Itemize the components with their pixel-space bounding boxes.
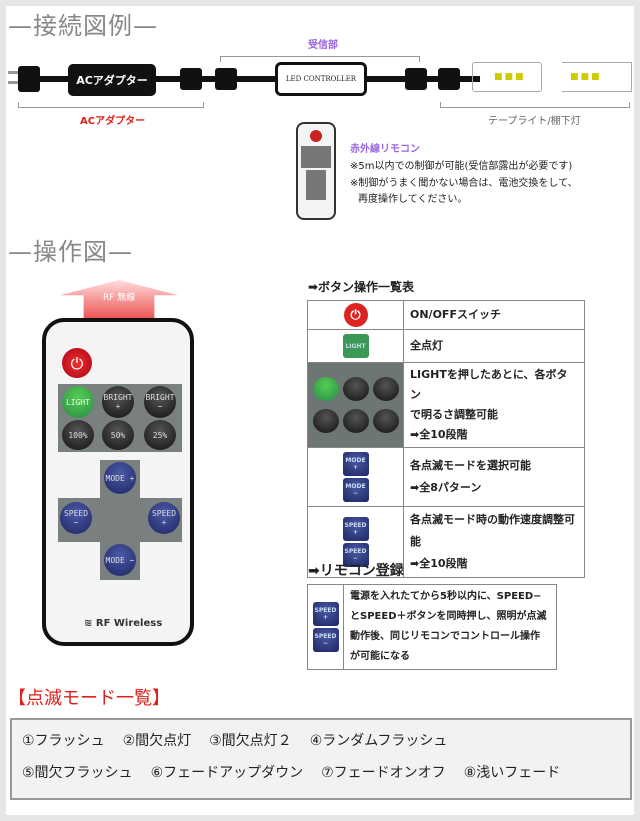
registration-line: 電源を入れたてから5秒以内に、SPEED− [350,591,542,602]
note-2: ※制御がうまく聞かない場合は、電池交換をして、 [350,178,578,189]
mode-plus-icon: MODE + [342,452,369,476]
modes-list: ①フラッシュ ②間欠点灯 ③間欠点灯２ ④ランダムフラッシュ ⑤間欠フラッシュ ⑥フェー… [10,718,632,800]
wifi-icon: ≋ [84,618,96,629]
table-row: LIGHTを押したあとに、各ボタンで明るさ調整可能 ➡全10段階 [307,362,585,448]
registration-title: ➡リモコン登録 [308,563,404,579]
power-button[interactable]: ⏻ [62,348,92,378]
mode-item: ③間欠点灯２ [209,733,292,749]
speed-plus-icon: SPEED + [342,517,369,541]
25-button[interactable]: 25% [144,420,176,450]
table-row: SPEED +SPEED − 電源を入れたてから5秒以内に、SPEED− とSPEE… [307,584,557,670]
table-row: LIGHT 全点灯 [307,329,585,363]
mode-minus-button[interactable]: MODE − [104,544,136,576]
modes-row: ⑤間欠フラッシュ ⑥フェードアップダウン ⑦フェードオンオフ ⑧浅いフェード [22,762,620,782]
brightness-buttons-icon [307,362,404,448]
led-controller: LED CONTROLLER [275,62,367,96]
led-tape [562,62,632,92]
modes-row: ①フラッシュ ②間欠点灯 ③間欠点灯２ ④ランダムフラッシュ [22,730,620,750]
cable [30,76,480,82]
mode-plus-button[interactable]: MODE + [104,462,136,494]
connector [180,68,202,90]
connector [405,68,427,90]
power-icon [310,130,322,142]
bright-plus-button[interactable]: BRIGHT + [102,386,134,418]
table-row: MODE +MODE − 各点滅モードを選択可能 ➡全8パターン [307,447,585,507]
row-desc: 各点滅モードを選択可能 [410,459,531,472]
row-desc: 全点灯 [403,329,585,363]
small-remote [296,122,336,220]
row-desc: ➡全10段階 [410,428,468,441]
row-desc: ➡全10段階 [410,557,468,570]
remote-button-grid [301,146,331,168]
plug [18,66,40,92]
mode-item: ①フラッシュ [22,733,105,749]
mode-item: ⑦フェードオンオフ [321,765,446,781]
mode-item: ⑧浅いフェード [463,765,561,781]
led-chips: ■■■ [570,72,602,82]
registration-line: 動作後、同じリモコンでコントロール操作 [350,631,540,642]
remote-control: ⏻ LIGHT BRIGHT + BRIGHT − 100% 50% 25% M… [42,318,194,646]
registration-line: とSPEED＋ボタンを同時押し、照明が点滅 [350,611,547,622]
tape-label: テープライト/棚下灯 [488,116,581,127]
connector [438,68,460,90]
speed-minus-icon: SPEED − [342,543,369,567]
light-button[interactable]: LIGHT [62,386,94,418]
speed-plus-icon: SPEED + [312,602,339,626]
50-button[interactable]: 50% [102,420,134,450]
led-chips: ■■■ [494,72,526,82]
brand-text: RF Wireless [95,618,163,629]
speed-plus-button[interactable]: SPEED + [148,502,180,534]
power-icon: ⏻ [343,303,368,327]
bright-minus-button[interactable]: BRIGHT − [144,386,176,418]
remote-dpad [306,170,326,200]
row-desc: ➡全8パターン [410,481,482,494]
note-3: 再度操作してください。 [358,194,468,205]
row-desc: で明るさ調整可能 [410,408,498,421]
registration-line: が可能になる [350,651,410,662]
tape-brace [440,102,630,108]
adapter-label: ACアダプター [80,116,146,127]
row-desc: 各点滅モード時の動作速度調整可能 [410,513,575,548]
speed-minus-icon: SPEED − [312,628,339,652]
mode-item: ②間欠点灯 [122,733,192,749]
row-desc: ON/OFFスイッチ [403,300,585,330]
ac-adapter: ACアダプター [68,64,156,96]
led-tape [472,62,542,92]
button-table-title: ➡ボタン操作一覧表 [308,280,415,294]
brand-label: ≋ RF Wireless [84,618,162,629]
connection-title: —接続図例— [8,12,158,40]
rf-label: RF 無線 [103,293,136,303]
mode-minus-icon: MODE − [342,478,369,502]
mode-item: ⑤間欠フラッシュ [22,765,133,781]
table-row: ⏻ ON/OFFスイッチ [307,300,585,330]
speed-minus-button[interactable]: SPEED − [60,502,92,534]
mode-item: ⑥フェードアップダウン [150,765,304,781]
modes-title: 【点滅モード一覧】 [8,688,170,709]
registration-table: SPEED +SPEED − 電源を入れたてから5秒以内に、SPEED− とSPEE… [307,584,557,670]
table-row: SPEED +SPEED − 各点滅モード時の動作速度調整可能 ➡全10段階 [307,506,585,578]
button-table: ⏻ ON/OFFスイッチ LIGHT 全点灯 LIGHTを押したあとに、各ボタンで明… [307,300,585,578]
receiver-label: 受信部 [308,40,338,51]
remote-label: 赤外線リモコン [350,144,420,155]
row-desc: LIGHTを押したあとに、各ボタン [410,368,568,401]
light-icon: LIGHT [342,334,369,358]
mode-item: ④ランダムフラッシュ [309,733,448,749]
plug-prongs [8,71,20,74]
100-button[interactable]: 100% [62,420,94,450]
receiver-brace [220,56,420,62]
note-1: ※5m以内での制御が可能(受信部露出が必要です) [350,161,573,172]
operation-title: —操作図— [8,238,133,266]
connector [215,68,237,90]
adapter-brace [18,102,204,108]
